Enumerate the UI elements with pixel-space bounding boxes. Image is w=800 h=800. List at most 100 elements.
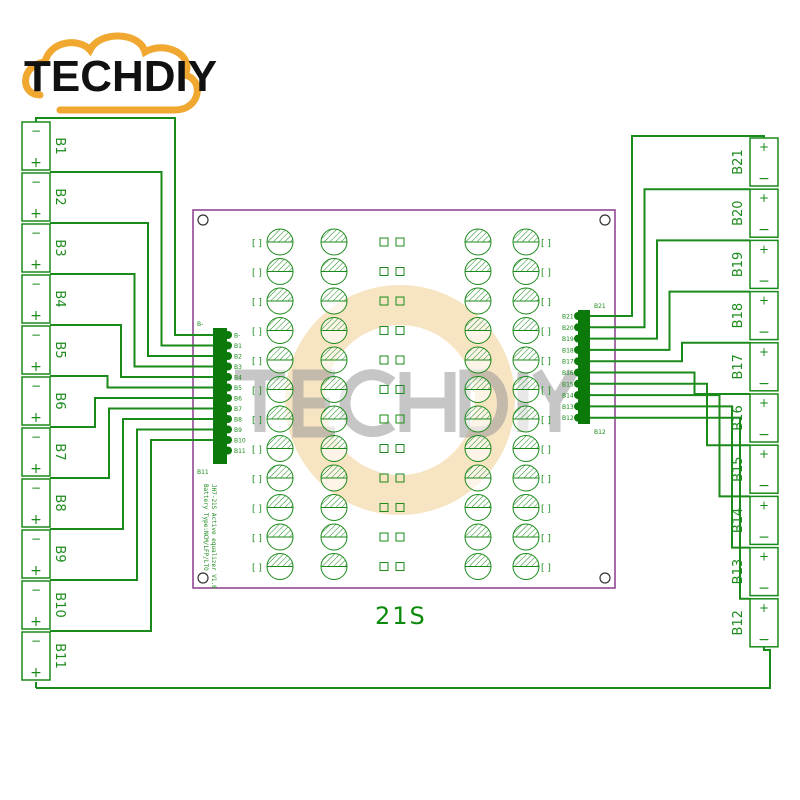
capacitor-hatch: [465, 553, 491, 567]
right-connector-top-label: B21: [594, 303, 606, 310]
pin-label: B2: [234, 354, 242, 361]
wire: [50, 428, 213, 581]
pin-label: B12: [562, 415, 574, 422]
resistor-icon: [379, 267, 389, 276]
battery-cell: [21, 631, 51, 681]
series-link-wire: [36, 646, 771, 689]
connector-pin: [574, 345, 582, 354]
battery-b19: +−B19: [731, 239, 779, 289]
battery-label: B7: [52, 443, 67, 460]
battery-cell: [749, 393, 779, 443]
battery-terminal-label: +: [759, 140, 769, 154]
equalizer-board: [ ][ ][ ][ ][ ][ ][ ][ ][ ][ ][ ][ ][ ][…: [192, 209, 616, 589]
battery-terminal-label: −: [31, 634, 41, 648]
battery-label: B12: [731, 610, 746, 635]
resistor-icon: [395, 296, 405, 306]
capacitor-hatch: [513, 258, 539, 272]
cell-count-label: 21S: [375, 602, 427, 630]
resistor-icon: [379, 414, 389, 424]
logo-text: TECHDIY: [24, 52, 218, 101]
pin-label: B3: [234, 364, 242, 371]
connector-pin: [224, 352, 232, 360]
battery-terminal-label: −: [758, 478, 770, 494]
battery-cell: [21, 529, 51, 579]
resistor-icon: [379, 503, 389, 512]
resistor-icon: [379, 562, 389, 571]
battery-terminal-label: −: [31, 481, 41, 495]
battery-b8: −+B8: [21, 478, 67, 528]
capacitor-hatch: [267, 406, 293, 419]
capacitor-hatch: [321, 406, 347, 419]
resistor-icon: [395, 414, 405, 424]
connector-pin: [224, 331, 232, 339]
pin-label: B21: [562, 314, 574, 321]
pad-icon: [ ]: [252, 298, 262, 308]
battery-label: B6: [52, 392, 67, 409]
battery-cell: [21, 580, 51, 630]
capacitor-hatch: [465, 288, 491, 301]
battery-label: B14: [731, 508, 746, 533]
resistor-icon: [395, 237, 405, 247]
capacitor-hatch: [267, 229, 293, 242]
battery-cell: [749, 546, 779, 597]
capacitor-hatch: [465, 258, 491, 272]
capacitor-hatch: [465, 465, 491, 478]
battery-b9: −+B9: [21, 529, 67, 579]
battery-cell: [749, 444, 779, 494]
battery-terminal-label: −: [758, 171, 770, 187]
pin-label: B8: [234, 417, 242, 424]
capacitor-hatch: [513, 376, 539, 390]
resistor-icon: [379, 296, 389, 306]
battery-terminal-label: −: [31, 328, 41, 342]
battery-terminal-label: +: [30, 563, 42, 579]
pad-icon: [ ]: [541, 446, 551, 456]
battery-cell: [749, 342, 779, 392]
board-silkscreen-text: Battery Type:NCM/LFP/LTO: [202, 484, 209, 571]
capacitor-hatch: [267, 376, 293, 390]
wires: [35, 117, 771, 689]
connector-pin: [574, 402, 582, 411]
watermark-letter: [339, 369, 396, 438]
capacitor-hatch: [465, 524, 491, 537]
battery-cell: [21, 223, 51, 273]
capacitor-hatch: [513, 524, 539, 537]
capacitor-hatch: [267, 288, 293, 301]
battery-label: B8: [52, 494, 67, 511]
battery-terminal-label: −: [758, 273, 770, 289]
battery-b7: −+B7: [21, 427, 67, 477]
capacitor-hatch: [321, 258, 347, 272]
capacitor-hatch: [321, 435, 347, 449]
battery-cell: [749, 137, 779, 187]
wire: [50, 407, 213, 479]
battery-terminal-label: +: [30, 410, 42, 426]
capacitor-hatch: [267, 258, 293, 272]
wire: [50, 375, 213, 389]
resistor-icon: [395, 267, 405, 276]
battery-terminal-label: −: [758, 325, 770, 341]
pad-icon: [ ]: [252, 328, 262, 338]
resistor-icon: [379, 532, 389, 542]
wire: [50, 273, 213, 368]
battery-terminal-label: +: [30, 206, 42, 222]
battery-cell: [21, 172, 51, 222]
battery-label: B13: [731, 559, 746, 584]
right-connector-bottom-label: B12: [594, 429, 606, 436]
mounting-hole-icon: [599, 214, 611, 226]
battery-label: B17: [731, 354, 746, 379]
pad-icon: [ ]: [541, 564, 551, 574]
battery-b6: −+B6: [21, 376, 67, 426]
connector-pin: [574, 334, 582, 343]
capacitor-hatch: [513, 435, 539, 449]
pad-icon: [ ]: [541, 416, 551, 426]
battery-cell: [21, 376, 51, 426]
pad-icon: [ ]: [541, 298, 551, 308]
resistor-icon: [379, 355, 389, 365]
resistor-icon: [395, 532, 405, 542]
battery-b3: −+B3: [21, 223, 67, 273]
mounting-hole-icon: [197, 572, 209, 584]
battery-terminal-label: −: [31, 532, 41, 546]
battery-b15: +−B15: [731, 444, 779, 494]
battery-terminal-label: +: [759, 396, 769, 410]
battery-terminal-label: +: [30, 257, 42, 273]
